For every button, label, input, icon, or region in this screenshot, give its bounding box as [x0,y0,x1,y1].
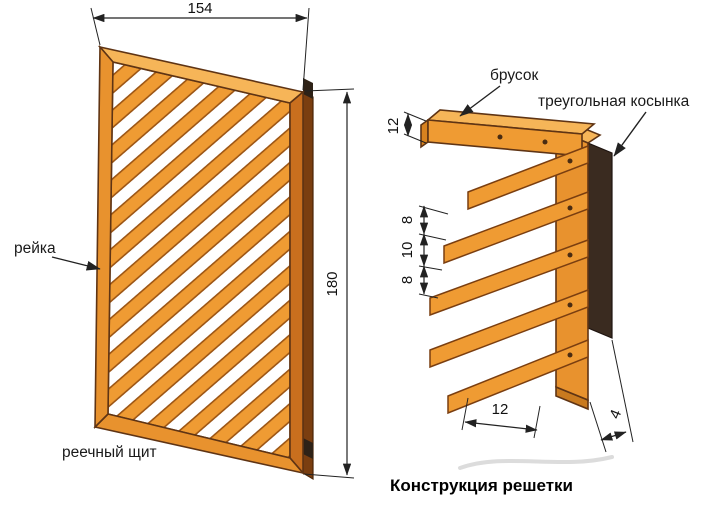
post-nails [567,158,573,358]
dimension-panel-height: 180 [303,88,355,479]
dimension-slat-spacing: 8 10 8 [399,205,449,299]
nail-icon [567,205,573,211]
dimension-bottom-offset: 12 [461,397,541,439]
bar-end-face [420,118,429,149]
ext-line [418,265,443,271]
dimension-gusset-thickness: 4 [589,339,634,453]
slatted-panel [93,44,314,481]
gusset-label: треугольная косынка [538,93,690,110]
panel-frame-right [289,90,304,476]
top-bar [420,109,596,157]
drawing-caption: Конструкция решетки [390,476,573,495]
detail-slat [429,238,589,317]
detail-slat [443,190,589,265]
panel-height-value: 180 [324,271,341,296]
ext-line [418,205,449,215]
detail-slat [447,338,589,415]
ext-line [304,88,355,92]
pencil-smudge [458,455,614,470]
detail-slats [429,144,589,415]
dim-line [464,419,538,433]
nail-icon [567,158,573,164]
panel-side-face [302,91,314,481]
nail-icon [497,134,503,140]
panel-width-value: 154 [187,0,212,17]
slat-leader-arrow-icon [51,256,101,271]
ext-line [461,397,469,431]
ext-line [403,111,427,122]
gusset-plate [587,142,613,339]
detail-slat [429,288,589,369]
dim-line [600,431,627,441]
slat-label: рейка [14,240,56,257]
gusset-leader-arrow-icon [613,111,647,157]
panel-frame-left [94,44,114,429]
panel-mount-block-bottom [303,438,313,459]
ext-line [90,7,101,46]
nail-icon [567,252,573,258]
ext-line [418,233,447,241]
ext-line [418,293,439,299]
slat-width-bottom-value: 8 [399,276,416,284]
dimension-bar-height: 12 [385,111,427,144]
label-slat: рейка [14,240,101,271]
detail-view: 12 8 10 8 12 4 [385,67,690,470]
panel-slats-field [107,61,291,459]
panel-label: реечный щит [62,444,157,461]
bottom-offset-value: 12 [492,401,509,418]
bar-height-value: 12 [385,118,402,135]
detail-slat [467,144,589,211]
ext-line [303,473,355,479]
ext-line [302,7,310,91]
gusset-thickness-value: 4 [606,407,625,421]
slat-width-top-value: 8 [399,216,416,224]
panel-mount-block-top [303,78,313,99]
nail-icon [567,302,573,308]
slat-gap-value: 10 [399,242,416,259]
nail-icon [567,352,573,358]
dimension-panel-width: 154 [90,0,310,91]
nail-icon [542,139,548,145]
ext-line [533,405,541,439]
bar-label: брусок [490,67,538,84]
ext-line [611,339,634,443]
label-gusset: треугольная косынка [538,93,690,157]
ext-line [589,401,607,453]
label-bar: брусок [459,67,538,117]
bar-leader-arrow-icon [459,85,501,117]
